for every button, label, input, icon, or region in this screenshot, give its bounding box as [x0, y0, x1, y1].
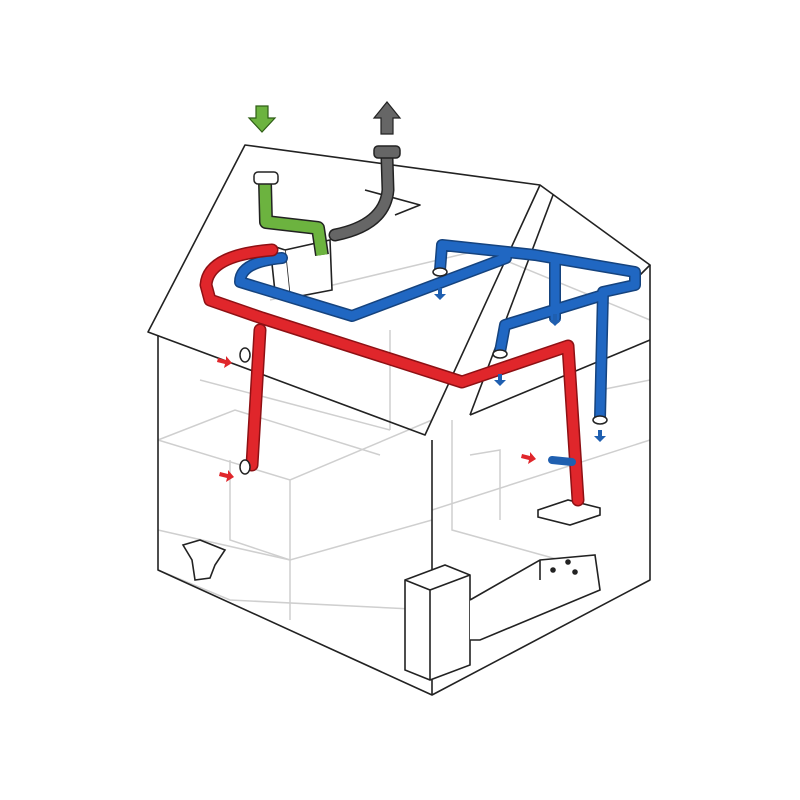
boiler: [404, 554, 601, 681]
fresh-air-down-arrow-icon: [247, 105, 277, 133]
toilet: [181, 539, 227, 581]
supply-arrow-icon: [217, 356, 536, 482]
air-valves: [239, 267, 608, 475]
exhaust-up-arrow-icon: [372, 101, 402, 135]
supply-ducts: [199, 243, 585, 507]
extract-ducts: [234, 239, 641, 424]
interior-walls: [157, 249, 651, 620]
house-outline: [147, 144, 651, 696]
floor-vent: [537, 499, 601, 526]
extract-arrow-icon: [434, 288, 606, 442]
exhaust-cap: [373, 145, 401, 159]
